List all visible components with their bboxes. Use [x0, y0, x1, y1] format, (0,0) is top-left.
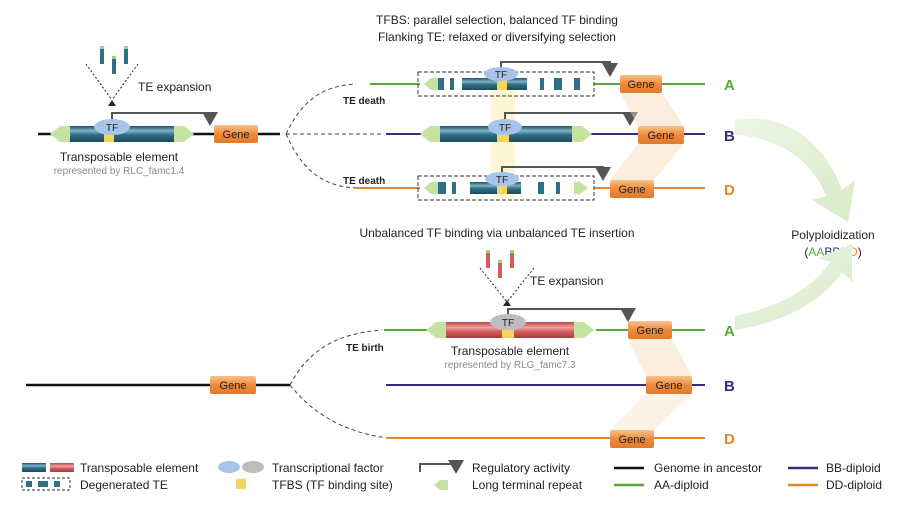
tf-label: TF [496, 175, 508, 186]
label-d-bottom: D [724, 431, 735, 448]
te-caption-bottom: Transposable element [451, 344, 570, 358]
gene-label: Gene [619, 434, 646, 446]
gene-ancestor-bottom [210, 376, 256, 394]
ltr-left [50, 126, 70, 142]
branch-a-bottom [289, 329, 383, 386]
gene-ancestor-top [214, 125, 258, 143]
branch-a-top [285, 83, 357, 135]
represented-bottom: represented by RLG_famc7.3 [444, 360, 576, 371]
row-d-bottom: Gene D [388, 430, 735, 448]
gene-d-top [610, 180, 654, 198]
row-d-top: TF Gene D [356, 166, 735, 201]
legend-te: Transposable element [80, 461, 199, 475]
gene-a-top [620, 75, 662, 93]
label-b-bottom: B [724, 378, 735, 395]
arrow-to-polyploid-bottom [735, 244, 852, 330]
gene-label: Gene [619, 184, 646, 196]
top-title-2: Flanking TE: relaxed or diversifying sel… [378, 30, 616, 44]
gene-label: Gene [220, 380, 247, 392]
arrow-to-polyploid-top [735, 118, 855, 222]
row-b-bottom: Gene B [386, 376, 735, 395]
tf-top [94, 119, 130, 135]
legend-aa: AA-diploid [654, 478, 709, 492]
legend-ltr: Long terminal repeat [472, 478, 583, 492]
top-title-1: TFBS: parallel selection, balanced TF bi… [376, 13, 618, 27]
te-death-label-2: TE death [343, 176, 385, 187]
label-d-top: D [724, 182, 735, 199]
label-a-top: A [724, 77, 735, 94]
label-b-top: B [724, 128, 735, 145]
tf-label: TF [502, 318, 514, 329]
te-caption-top: Transposable element [60, 150, 179, 164]
te-birth-label: TE birth [346, 343, 384, 354]
branch-d-bottom [289, 384, 389, 439]
legend-ancestor: Genome in ancestor [654, 461, 762, 475]
label-a-bottom: A [724, 323, 735, 340]
gene-d-bottom [610, 430, 654, 448]
legend-bb: BB-diploid [826, 461, 881, 475]
tf-label: TF [495, 70, 507, 81]
legend-dd: DD-diploid [826, 478, 882, 492]
legend-tfbs: TFBS (TF binding site) [272, 478, 393, 492]
gene-b-top [638, 126, 684, 144]
gene-label: Gene [628, 79, 655, 91]
polyploidization-label: Polyploidization [791, 228, 874, 242]
gene-label: Gene [648, 130, 675, 142]
legend-tf: Transcriptional factor [272, 461, 384, 475]
te-expansion-label-bottom: TE expansion [530, 274, 603, 288]
gene-a-bottom [628, 321, 672, 339]
bottom-title: Unbalanced TF binding via unbalanced TE … [359, 226, 634, 240]
row-a-bottom: TF Gene A Transposable element represent… [384, 308, 735, 371]
gene-label: Gene [656, 380, 683, 392]
row-b-top: TF Gene B [386, 112, 735, 145]
gene-label: Gene [223, 129, 250, 141]
bottom-insertion: TE expansion [479, 250, 603, 306]
ltr-right [174, 126, 194, 142]
te-death-label-1: TE death [343, 96, 385, 107]
ancestor-top-group: TE expansion TF Gene Transposable elemen… [38, 46, 280, 177]
inserting-te-copies [100, 46, 128, 74]
legend: Transposable element Degenerated TE Tran… [21, 460, 882, 492]
legend-regulatory: Regulatory activity [472, 461, 570, 475]
gene-b-bottom [646, 376, 692, 394]
te-expansion-label-top: TE expansion [138, 80, 211, 94]
tf-label: TF [106, 123, 118, 134]
tf-label: TF [499, 123, 511, 134]
legend-degenerated: Degenerated TE [80, 478, 168, 492]
row-a-top: TF Gene A [370, 61, 735, 97]
represented-top: represented by RLC_famc1.4 [54, 166, 185, 177]
gene-label: Gene [637, 325, 664, 337]
branch-d-top [285, 133, 357, 189]
